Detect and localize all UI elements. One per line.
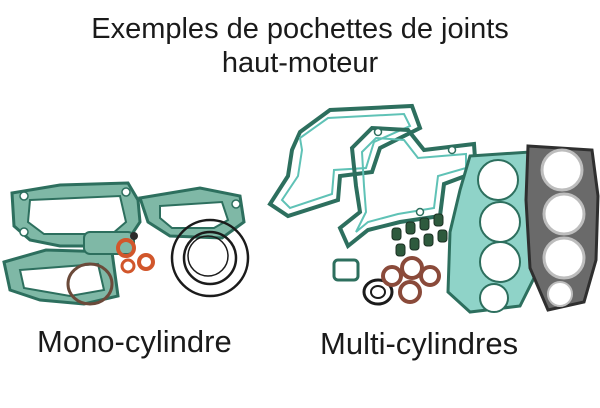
page-title-line1: Exemples de pochettes de joints <box>91 13 509 45</box>
multi-seal-ring <box>398 280 422 304</box>
multi-base-gasket <box>446 150 550 314</box>
mono-small-oring <box>130 232 138 240</box>
mono-cylinder-caption: Mono-cylindre <box>37 324 232 359</box>
multi-valve-stem-seals <box>391 213 448 257</box>
mono-orange-seal <box>116 238 136 258</box>
multi-head-gasket <box>524 144 600 312</box>
mono-cylinder-kit <box>2 181 250 306</box>
mono-small-gasket <box>83 231 135 255</box>
mono-orange-seal <box>137 253 155 271</box>
multi-valve-cover-gasket <box>267 103 423 219</box>
multi-small-gasket <box>332 258 360 282</box>
mono-medium-oring <box>182 230 238 286</box>
mono-large-oring <box>170 218 250 298</box>
multi-oring <box>362 278 394 306</box>
multi-seal-ring <box>400 256 424 280</box>
multi-cylinder-caption: Multi-cylindres <box>320 326 519 361</box>
mono-copper-ring <box>66 262 114 306</box>
multi-seal-ring <box>381 265 403 287</box>
multi-seal-ring <box>419 265 441 287</box>
page-title-line2: haut-moteur <box>221 47 379 79</box>
multi-cylinder-kit <box>267 103 600 314</box>
mono-orange-seal <box>120 258 136 274</box>
mono-small-oring <box>187 235 229 277</box>
